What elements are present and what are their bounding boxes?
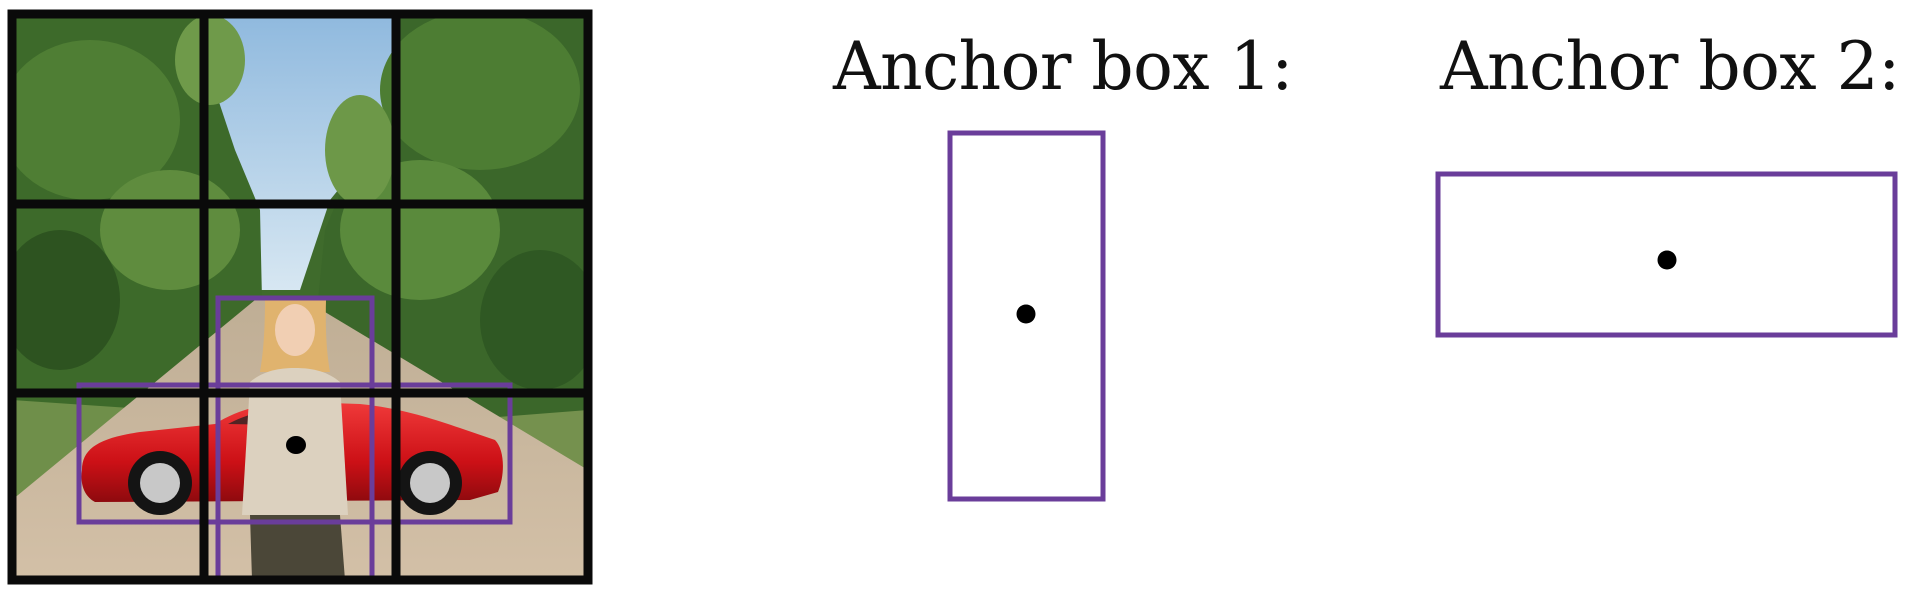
grid-outer-border xyxy=(7,9,593,585)
woman-pants xyxy=(250,515,345,580)
anchor-box-2-shape xyxy=(1435,171,1898,338)
tree-canopy xyxy=(325,95,395,205)
tree-canopy xyxy=(380,14,580,170)
object-midpoint-dot xyxy=(286,436,306,454)
tree-canopy xyxy=(175,15,245,105)
car-bounding-box xyxy=(76,382,513,525)
woman-face xyxy=(275,304,315,356)
tree-canopy xyxy=(12,230,120,370)
anchor-box-1-center-dot xyxy=(1016,304,1036,324)
anchor-box-2-center-dot xyxy=(1657,250,1677,270)
tree-canopy xyxy=(12,40,180,200)
grid-3x3 xyxy=(7,9,593,585)
car-front-rim xyxy=(140,463,180,503)
anchor-box-1-shape xyxy=(947,130,1106,502)
tree-canopy xyxy=(480,250,588,390)
anchor-box-1-label: Anchor box 1: xyxy=(833,28,1293,105)
anchor-box-2-label: Anchor box 2: xyxy=(1440,28,1900,105)
car-rear-rim xyxy=(410,463,450,503)
tree-canopy xyxy=(100,170,240,290)
